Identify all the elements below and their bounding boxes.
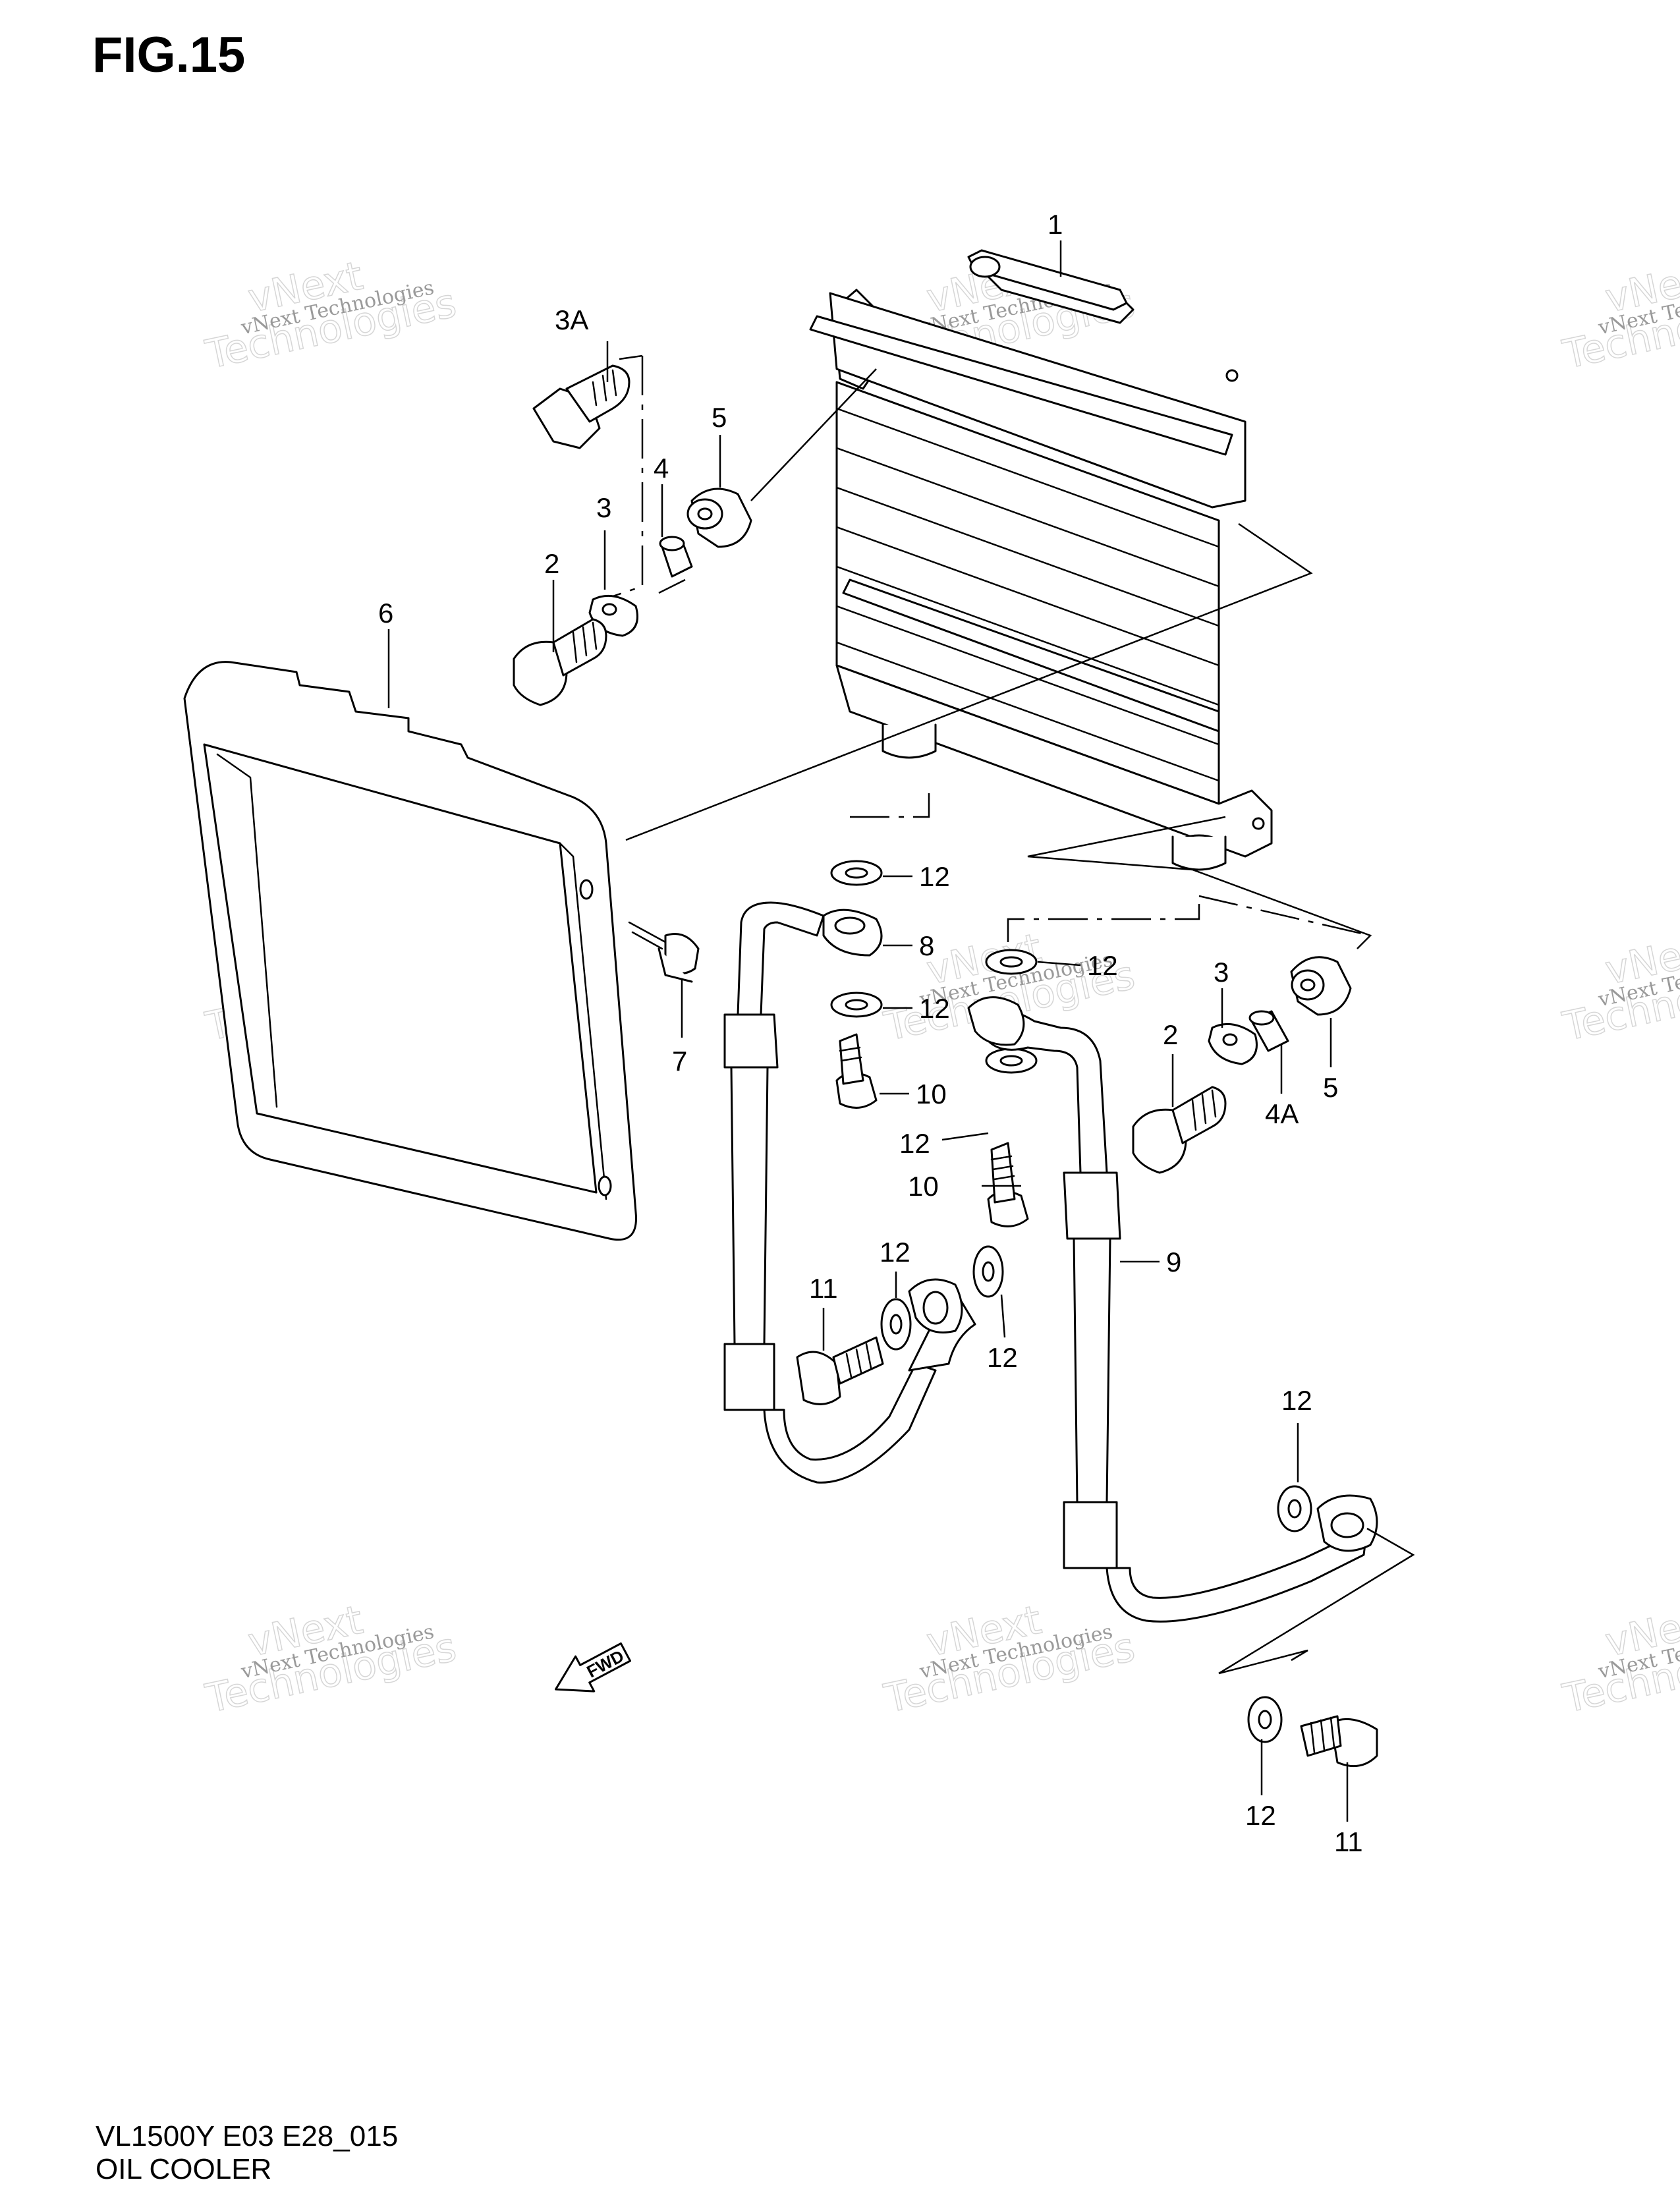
figure-title: FIG.15	[92, 27, 246, 83]
banjo-end-left-lower	[908, 1278, 963, 1333]
washer-12-f	[972, 1245, 1004, 1298]
banjo-bolt-10-b	[987, 1142, 1029, 1227]
callout-12-f: 12	[987, 1342, 1018, 1373]
callout-1: 1	[1048, 209, 1063, 240]
oil-hose-9	[967, 996, 1368, 1623]
washer-12-b	[830, 992, 883, 1018]
watermark-bottom-left: vNext Technologies vNext Technologies	[201, 1596, 461, 1723]
callout-12-h: 12	[1245, 1800, 1276, 1831]
washer-12-e	[880, 1298, 912, 1351]
callout-12-c: 12	[919, 993, 950, 1024]
model-code: VL1500Y E03 E28_015	[96, 2120, 399, 2152]
callout-9: 9	[1166, 1247, 1181, 1277]
watermark-top-right: vNext Technologies vNext Technologies	[1558, 252, 1680, 379]
bolt-7	[628, 921, 700, 983]
bolt-2-right	[1132, 1086, 1227, 1174]
bolt-3a	[532, 364, 630, 449]
callout-2-right: 2	[1163, 1019, 1178, 1050]
section-name: OIL COOLER	[96, 2153, 272, 2185]
oil-cooler-core	[809, 249, 1273, 871]
callout-5-top: 5	[712, 402, 727, 433]
callout-11-a: 11	[809, 1273, 838, 1304]
callout-7: 7	[672, 1046, 687, 1077]
washer-12-a	[830, 860, 883, 886]
callout-11-b: 11	[1334, 1826, 1363, 1857]
washer-12-c	[985, 949, 1038, 975]
callout-3a: 3A	[555, 304, 588, 335]
callout-3-right: 3	[1214, 957, 1229, 988]
fwd-arrow-icon: FWD	[555, 1642, 632, 1693]
bolt-2-top	[513, 618, 607, 706]
callout-8: 8	[919, 930, 934, 961]
collar-4	[659, 536, 693, 578]
callout-labels: 1 3A 5 4 3 2 6 7 12 8 12 12 10 12 10 3 2…	[378, 209, 1363, 1857]
callout-3-top: 3	[596, 492, 611, 523]
callout-2-top: 2	[544, 548, 559, 579]
watermark-top-left: vNext Technologies vNext Technologies	[201, 252, 461, 379]
callout-12-b: 12	[1087, 950, 1118, 981]
grommet-5-right	[1290, 956, 1352, 1016]
callout-12-a: 12	[919, 861, 950, 892]
banjo-8	[822, 909, 883, 957]
assembly-lines	[612, 354, 1415, 1675]
callout-5-right: 5	[1323, 1072, 1338, 1103]
washer-3-right	[1208, 1023, 1258, 1065]
collar-4a	[1248, 1010, 1289, 1052]
callout-4a: 4A	[1265, 1098, 1299, 1129]
callout-4: 4	[654, 453, 669, 484]
callout-12-d: 12	[899, 1128, 930, 1159]
watermark-mid-right: vNext Technologies vNext Technologies	[1558, 924, 1680, 1051]
banjo-bolt-11-b	[1300, 1715, 1378, 1768]
washer-12-g	[1277, 1485, 1312, 1532]
watermark-bottom-right: vNext Technologies vNext Technologies	[1558, 1596, 1680, 1723]
callout-12-g: 12	[1281, 1385, 1312, 1416]
callout-leaders	[387, 240, 1349, 1822]
callout-6: 6	[378, 598, 393, 629]
banjo-end-right-lower	[1316, 1494, 1378, 1552]
washer-12-d	[985, 1048, 1038, 1074]
watermark-bottom-center: vNext Technologies vNext Technologies	[880, 1596, 1139, 1723]
banjo-bolt-11-a	[796, 1336, 884, 1405]
grommet-5-top	[686, 488, 752, 548]
callout-10-a: 10	[916, 1079, 947, 1109]
cooler-shroud	[183, 661, 637, 1241]
banjo-bolt-10-a	[835, 1033, 878, 1109]
washer-12-h	[1247, 1696, 1283, 1743]
callout-12-e: 12	[880, 1237, 910, 1268]
callout-10-b: 10	[908, 1171, 939, 1202]
